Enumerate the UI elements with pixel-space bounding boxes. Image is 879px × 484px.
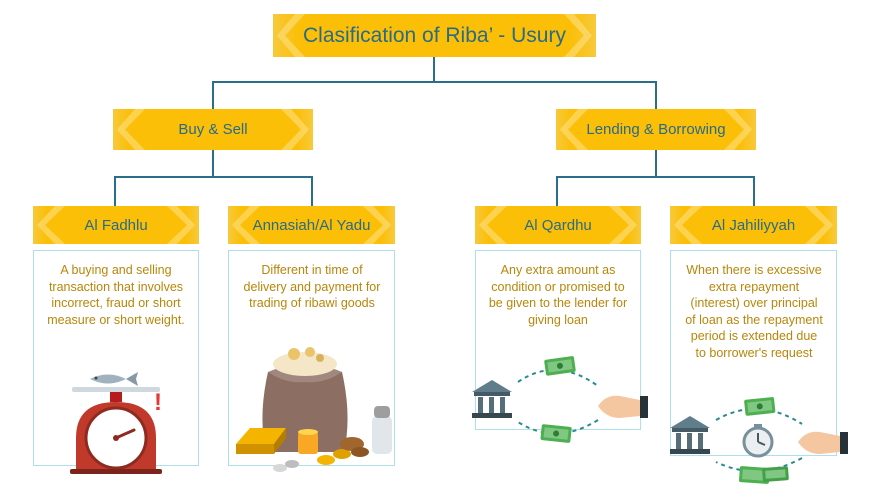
gold-bar-icon	[236, 428, 286, 454]
chevron-decoration-icon	[167, 206, 195, 244]
connector-to-al-fadhlu	[114, 176, 116, 206]
chevron-decoration-icon	[674, 206, 702, 244]
connector-buy-sell-stem	[212, 150, 214, 177]
description-al-qardhu: Any extra amount as condition or promise…	[488, 263, 628, 327]
connector-to-al-qardhu	[556, 176, 558, 206]
hand-icon	[798, 431, 848, 454]
connector-to-al-jahiliyyah	[753, 176, 755, 206]
chevron-decoration-icon	[560, 109, 588, 150]
money-bill-icon	[540, 424, 572, 443]
interest-cycle-illustration	[670, 397, 848, 484]
title-banner: Clasification of Riba’ - Usury	[273, 14, 596, 57]
chevron-decoration-icon	[117, 109, 145, 150]
type-label: Al Qardhu	[524, 216, 592, 234]
bank-icon	[472, 380, 512, 418]
chevron-decoration-icon	[805, 206, 833, 244]
chevron-decoration-icon	[724, 109, 752, 150]
diagram-title: Clasification of Riba’ - Usury	[303, 23, 566, 47]
loan-cycle-illustration	[472, 356, 648, 443]
chevron-decoration-icon	[363, 206, 391, 244]
category-label: Buy & Sell	[178, 121, 248, 138]
category-label: Lending & Borrowing	[586, 121, 726, 138]
money-bill-icon	[744, 397, 776, 416]
scale-plate-icon	[72, 387, 160, 392]
bank-icon	[670, 416, 710, 454]
chevron-decoration-icon	[609, 206, 637, 244]
chevron-decoration-icon	[277, 14, 305, 57]
hand-icon	[598, 395, 648, 418]
type-label: Al Fadhlu	[84, 216, 148, 234]
money-bill-icon	[762, 466, 789, 482]
money-bill-icon	[739, 466, 770, 484]
chevron-decoration-icon	[564, 14, 592, 57]
description-al-jahiliyyah: When there is excessive extra repayment …	[685, 263, 823, 360]
connector-buy-sell-horizontal	[114, 176, 313, 178]
weighing-scale-illustration: !	[70, 372, 162, 474]
type-label: Al Jahiliyyah	[711, 216, 796, 234]
type-al-qardhu: Al Qardhu	[475, 206, 641, 244]
type-annasiah-al-yadu: Annasiah/Al Yadu	[228, 206, 395, 244]
description-annasiah: Different in time of delivery and paymen…	[243, 263, 381, 310]
chevron-decoration-icon	[232, 206, 260, 244]
type-al-fadhlu: Al Fadhlu	[33, 206, 199, 244]
chevron-decoration-icon	[479, 206, 507, 244]
connector-lending-stem	[655, 150, 657, 177]
chevron-decoration-icon	[37, 206, 65, 244]
connector-to-annasiah	[311, 176, 313, 206]
connector-to-lending	[655, 81, 657, 109]
grain-and-gold-illustration	[236, 347, 392, 472]
cycle-arrow-icon	[715, 457, 803, 472]
coins-icon	[273, 429, 369, 472]
connector-top-horizontal	[212, 81, 657, 83]
exclamation-icon: !	[154, 389, 162, 416]
chevron-decoration-icon	[281, 109, 309, 150]
stopwatch-icon	[742, 424, 774, 458]
category-buy-sell: Buy & Sell	[113, 109, 313, 150]
connector-title-stem	[433, 57, 435, 82]
money-bill-icon	[544, 356, 576, 376]
description-al-fadhlu: A buying and selling transaction that in…	[47, 263, 185, 327]
cycle-arrow-icon	[715, 408, 803, 425]
category-lending-borrowing: Lending & Borrowing	[556, 109, 756, 150]
salt-shaker-icon	[372, 406, 392, 454]
fish-icon	[90, 372, 138, 386]
type-al-jahiliyyah: Al Jahiliyyah	[670, 206, 837, 244]
connector-to-buy-sell	[212, 81, 214, 109]
type-label: Annasiah/Al Yadu	[252, 216, 371, 234]
connector-lending-horizontal	[556, 176, 755, 178]
